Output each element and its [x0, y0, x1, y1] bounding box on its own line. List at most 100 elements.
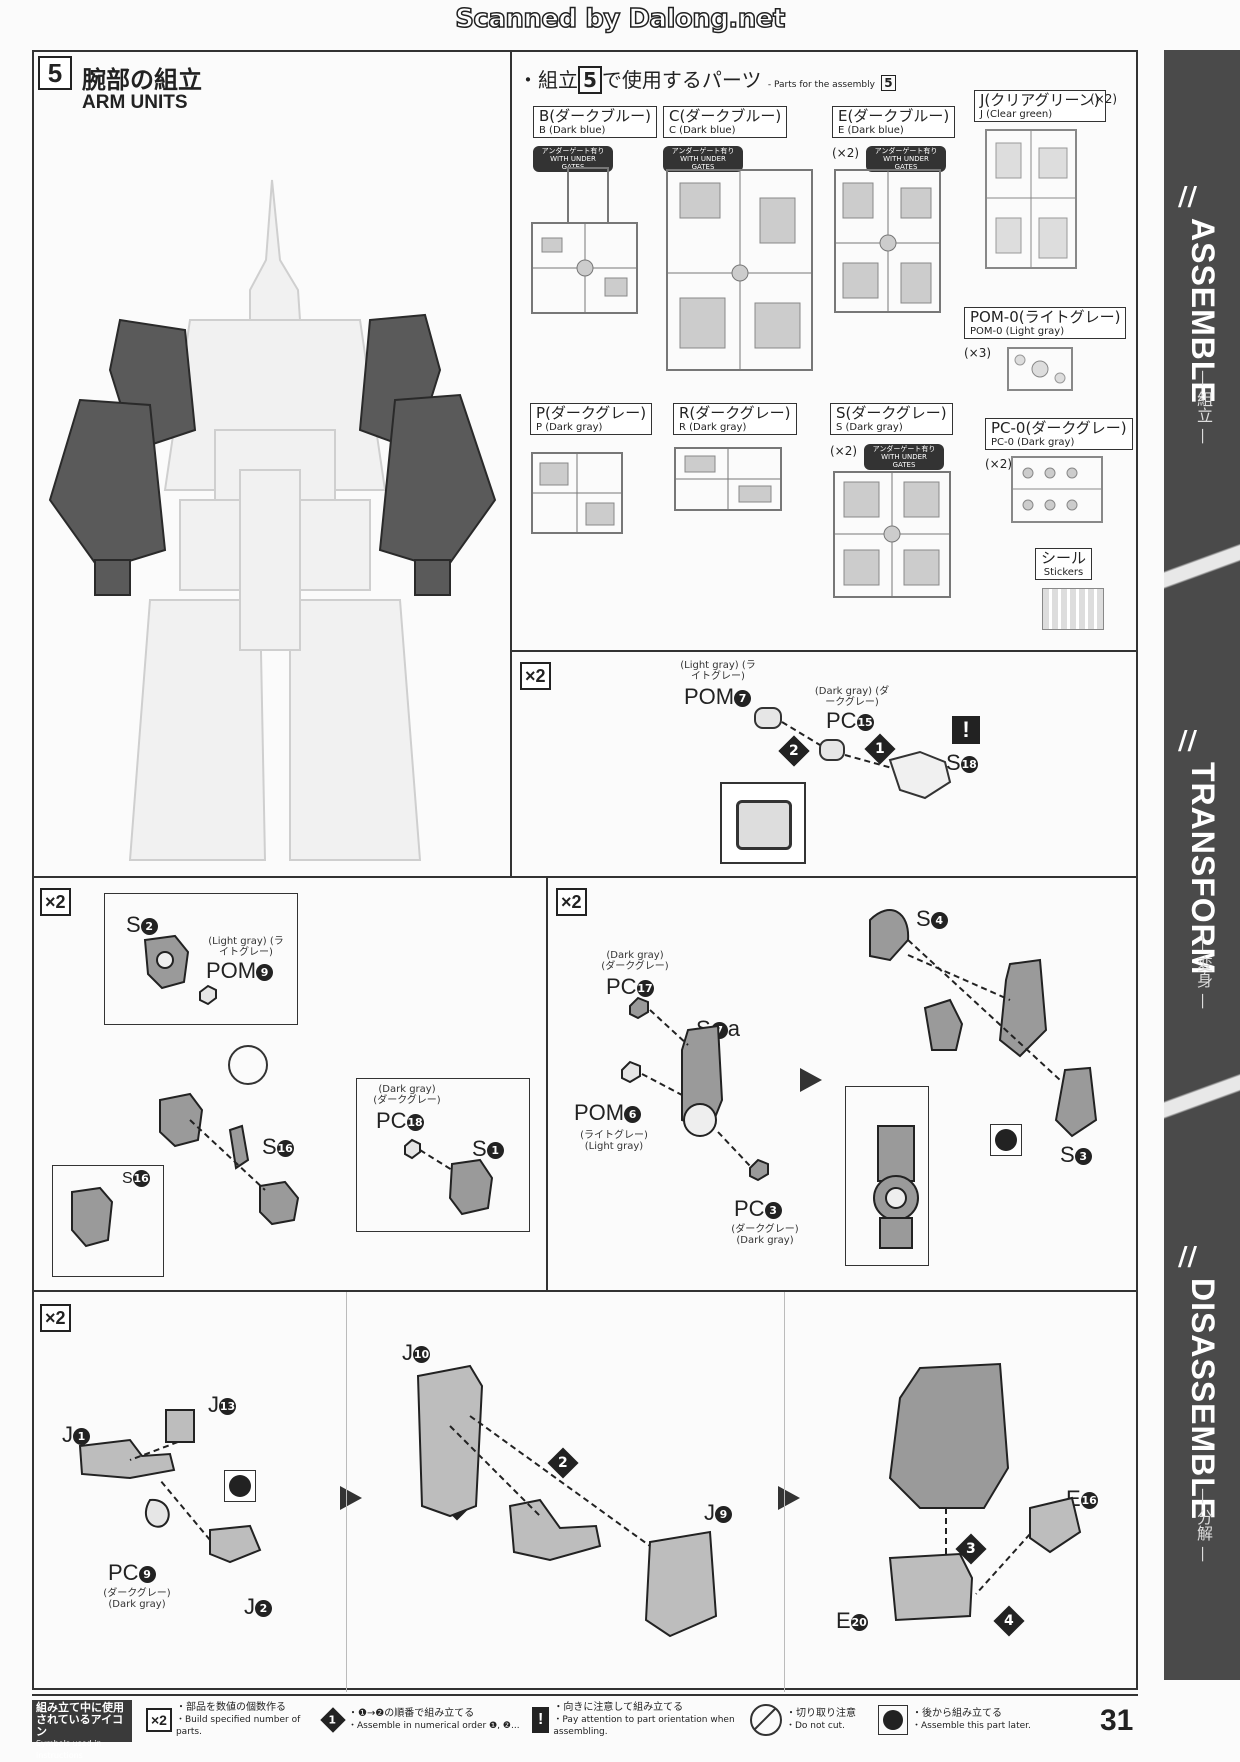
number-badge: 6: [624, 1105, 642, 1123]
legend-en: ・Build specified number of parts.: [175, 1715, 301, 1737]
panel-d-right-parts: [888, 1362, 1082, 1622]
label-s16: S16: [262, 1134, 294, 1159]
legend-item: 1 ・❶→❷の順番で組み立てる・Assemble in numerical or…: [320, 1702, 524, 1738]
step-number: 5: [38, 56, 72, 90]
panel-c-right-parts: [869, 909, 1098, 1249]
tab-transform-sub: — 変身 —: [1194, 935, 1213, 1010]
legend-item: ・切り取り注意・Do not cut.: [750, 1702, 870, 1738]
tab-assemble: ASSEMBLE: [1185, 218, 1221, 404]
runner-label-r: R(ダークグレー) R (Dark gray): [673, 403, 797, 435]
panel-b-parts: [71, 1092, 494, 1248]
pom7-part: [754, 707, 782, 729]
next-arrow-icon: [800, 1068, 822, 1092]
assemble-later-icon: [224, 1470, 256, 1502]
runner-name-en: C (Dark blue): [669, 125, 736, 136]
divider: [784, 1292, 785, 1692]
divider: [346, 1292, 347, 1692]
do-not-cut-icon: [750, 1704, 782, 1736]
parts-title-jp-a: 組立: [538, 68, 578, 92]
pc9-color: (ダークグレー) (Dark gray): [103, 1588, 171, 1610]
number-badge: 9: [256, 963, 274, 981]
legend-jp: ・切り取り注意: [786, 1708, 856, 1719]
under-gate-badge: アンダーゲート有り WITH UNDER GATES: [663, 146, 743, 172]
pc18-color: (Dark gray) (ダークグレー): [373, 1084, 441, 1106]
legend-title: 組み立て中に使用されているアイコン: [36, 1701, 124, 1738]
runner-multiplier: (×2): [832, 146, 860, 160]
warning-orientation-icon: !: [532, 1707, 550, 1733]
label-pc17: PC17: [606, 974, 654, 999]
label-pc18: PC18: [376, 1108, 424, 1133]
parts-title-num: 5: [578, 66, 602, 94]
tab-disassemble: DISASSEMBLE: [1185, 1278, 1221, 1521]
divider: [510, 50, 512, 876]
legend-jp: ・向きに注意して組み立てる: [553, 1702, 684, 1713]
panel-d-left-parts: [78, 1409, 262, 1564]
robot-illustration: [48, 179, 497, 861]
do-not-cut-icon: [228, 1045, 268, 1085]
tab-transform: TRANSFORM: [1185, 762, 1221, 976]
page-number: 31: [1100, 1704, 1134, 1737]
runner-name-en: PC-0 (Dark gray): [991, 437, 1075, 448]
divider: [32, 1694, 1138, 1696]
number-badge: 7: [734, 689, 752, 707]
multiplier-x2-icon: ×2: [40, 1304, 71, 1332]
runner-name: POM-0(ライトグレー): [970, 308, 1121, 326]
multiplier-x2-icon: ×2: [556, 888, 587, 916]
scan-watermark: Scanned by Dalong.net: [454, 3, 786, 35]
pom6-color: (ライトグレー) (Light gray): [580, 1130, 648, 1152]
runner-j-diagram: [985, 129, 1077, 269]
divider: [32, 876, 1138, 878]
legend-jp: ・後から組み立てる: [912, 1708, 1002, 1719]
number-badge: 16: [1080, 1491, 1098, 1509]
number-badge: 9: [138, 1565, 156, 1583]
detail-callout: [845, 1086, 929, 1266]
runner-label-pc0: PC-0(ダークグレー) PC-0 (Dark gray): [985, 418, 1133, 450]
legend-en: ・Pay attention to part orientation when …: [553, 1715, 735, 1737]
pc-socket-icon: [736, 800, 792, 850]
runner-pc0-diagram: [1011, 456, 1103, 523]
runner-name-en: Stickers: [1043, 567, 1084, 578]
divider: [546, 876, 548, 1290]
runner-name-en: J (Clear green): [980, 109, 1053, 120]
runner-name-en: S (Dark gray): [836, 422, 903, 433]
runner-name-en: R (Dark gray): [679, 422, 747, 433]
legend-items: ×2 ・部品を数値の個数作る・Build specified number of…: [146, 1702, 1048, 1738]
runner-name: B(ダークブルー): [539, 107, 651, 125]
assemble-later-icon: [878, 1705, 908, 1735]
multiplier-x2-icon: ×2: [520, 662, 551, 690]
section-side-band: // ASSEMBLE — 組立 — // TRANSFORM — 変身 — /…: [1164, 50, 1240, 1680]
panel-c-left-parts: [621, 996, 769, 1182]
slash-mark-icon: //: [1178, 1242, 1197, 1272]
next-arrow-icon: [778, 1486, 800, 1510]
runner-name-en: P (Dark gray): [536, 422, 603, 433]
step-order-icon: 1: [320, 1707, 346, 1733]
label-j13: J13: [208, 1392, 236, 1417]
robot-body: [128, 179, 422, 861]
parts-sub-num: 5: [881, 75, 896, 91]
next-arrow-icon: [340, 1486, 362, 1510]
detail-callout: [104, 893, 298, 1025]
runner-multiplier: (×2): [985, 457, 1013, 471]
pom9-color: (Light gray) (ライトグレー): [208, 936, 284, 958]
runner-s-diagram: [833, 471, 951, 598]
legend-jp: ・❶→❷の順番で組み立てる: [348, 1708, 475, 1719]
pom7-color: (Light gray) (ライトグレー): [680, 660, 756, 682]
s2-pom9-parts: [143, 934, 217, 1006]
runner-pom0-diagram: [1007, 347, 1073, 391]
runner-name: C(ダークブルー): [669, 107, 782, 125]
decorative-stripe: [1164, 1010, 1240, 1210]
under-gate-badge: アンダーゲート有り WITH UNDER GATES: [866, 146, 946, 172]
number-badge: 4: [930, 911, 948, 929]
runner-name: R(ダークグレー): [679, 404, 791, 422]
runner-name: S(ダークグレー): [836, 404, 947, 422]
warning-orientation-icon: !: [952, 716, 980, 744]
label-e20: E20: [836, 1608, 868, 1633]
decorative-stripe: [1164, 480, 1240, 680]
tab-disassemble-sub: — 分解 —: [1194, 1488, 1213, 1563]
s18-part: [888, 750, 952, 800]
